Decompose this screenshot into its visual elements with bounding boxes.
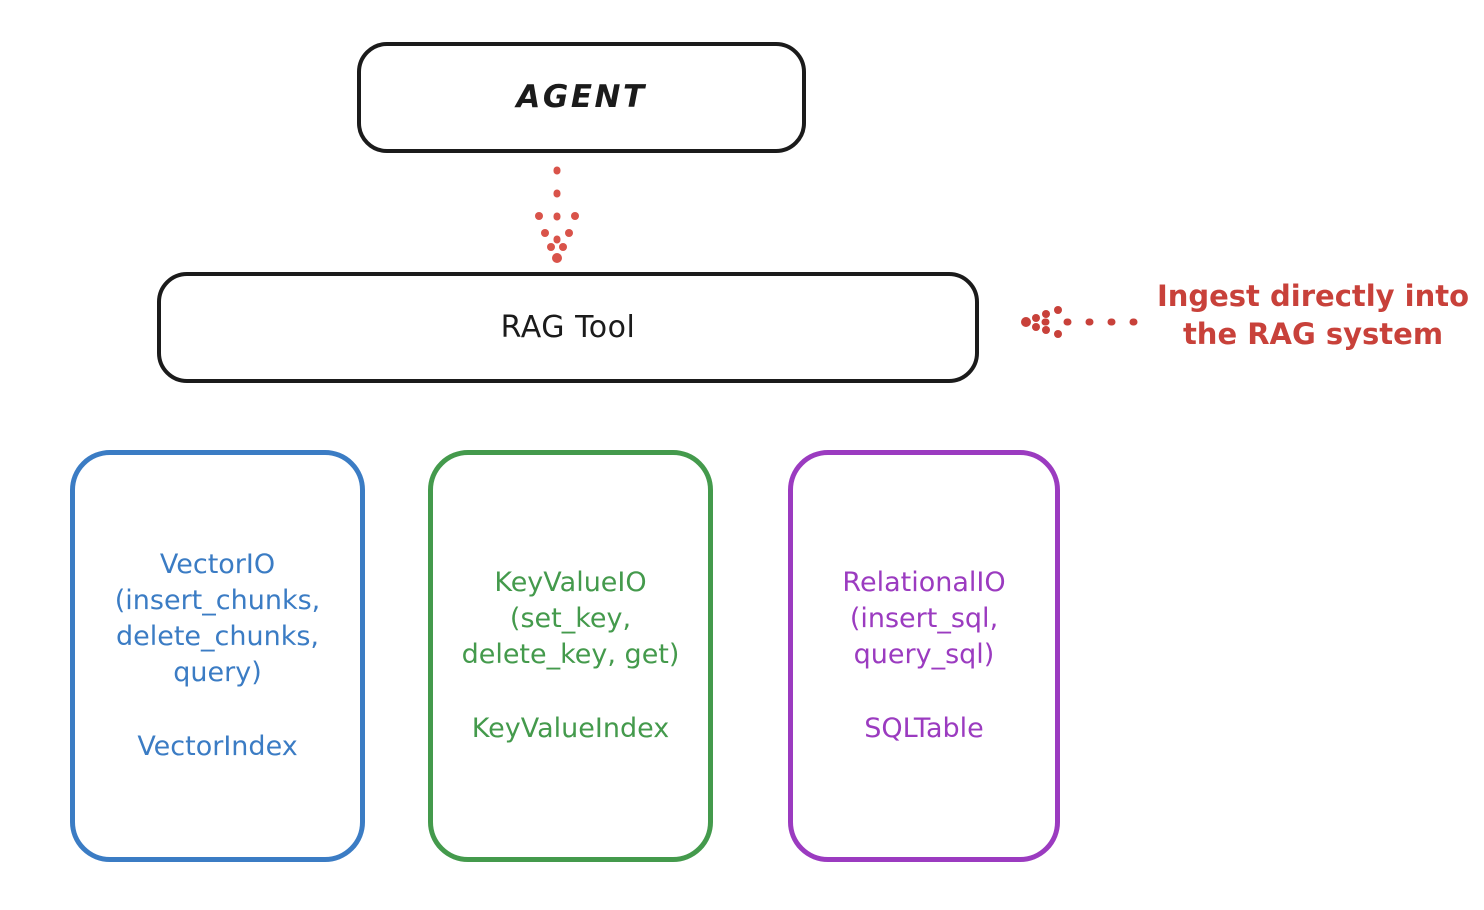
node-agent[interactable]: AGENT <box>357 42 806 153</box>
node-vector-io[interactable]: VectorIO (insert_chunks, delete_chunks, … <box>70 450 365 862</box>
node-vector-io-label: VectorIO (insert_chunks, delete_chunks, … <box>114 548 321 689</box>
node-relational-io-label: RelationalIO (insert_sql, query_sql) <box>842 566 1006 670</box>
node-key-value-io-label: KeyValueIO (set_key, delete_key, get) <box>461 566 680 670</box>
node-rag-tool[interactable]: RAG Tool <box>157 272 979 383</box>
connector-agent-to-rag-tool <box>535 166 579 263</box>
node-rag-tool-label: RAG Tool <box>500 310 636 345</box>
node-key-value-io[interactable]: KeyValueIO (set_key, delete_key, get) Ke… <box>428 450 713 862</box>
node-agent-label: AGENT <box>516 79 647 116</box>
node-relational-io[interactable]: RelationalIO (insert_sql, query_sql) SQL… <box>788 450 1060 862</box>
node-vector-index-label: VectorIndex <box>137 731 298 763</box>
annotation-ingest-directly: Ingest directly into the RAG system <box>1156 279 1470 351</box>
node-key-value-index-label: KeyValueIndex <box>471 713 670 745</box>
connector-ingest-to-rag-tool <box>1021 306 1142 338</box>
node-sql-table-label: SQLTable <box>864 713 984 745</box>
